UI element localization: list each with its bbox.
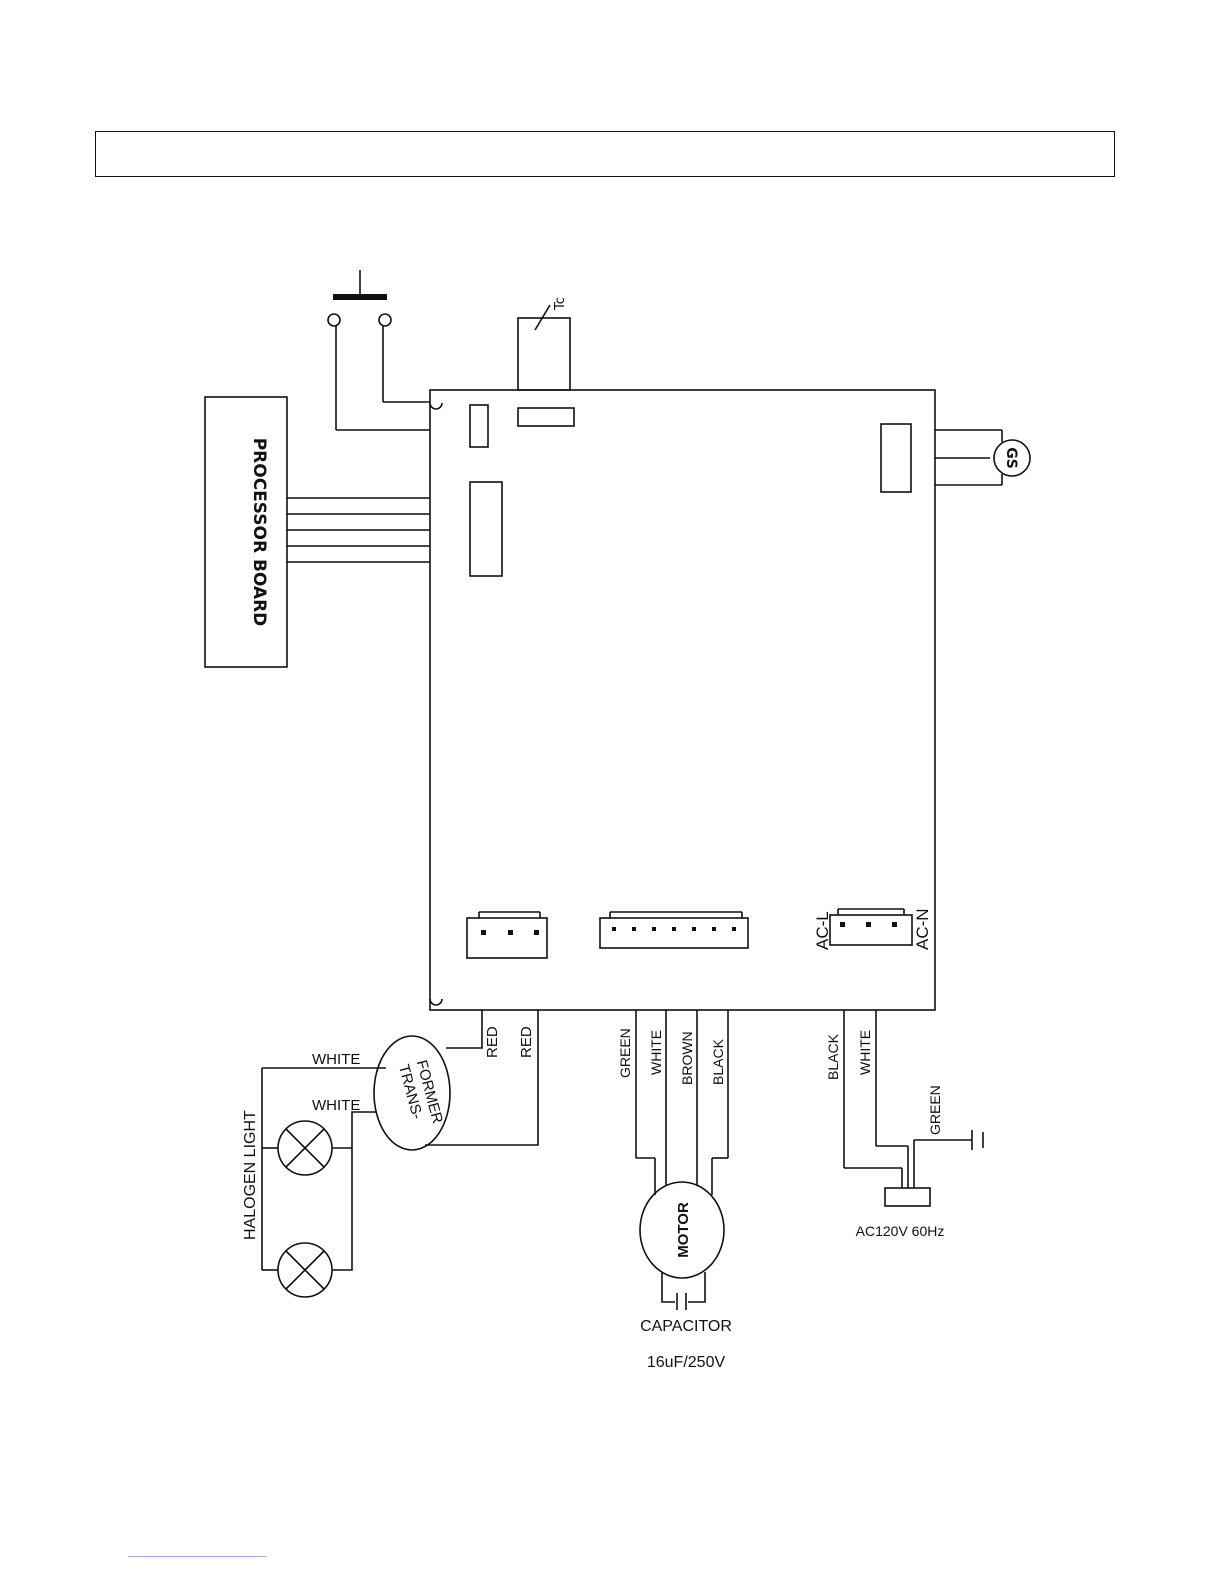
processor-board-label: PROCESSOR BOARD [249, 438, 269, 627]
wire-green-motor-label: GREEN [617, 1028, 633, 1078]
thermal-element [518, 318, 570, 390]
capacitor-label-1: CAPACITOR [640, 1318, 732, 1335]
connector-sensor [881, 424, 911, 492]
thermal-label: Tc [553, 297, 568, 311]
wire-white-power-label: WHITE [857, 1030, 873, 1075]
connector-thermal [518, 408, 574, 426]
switch-contact-right [379, 314, 391, 326]
connector-processor [470, 482, 502, 576]
power-supply-label: AC120V 60Hz [856, 1223, 945, 1239]
halogen-light-label: HALOGEN LIGHT [242, 1110, 259, 1240]
board-corner-top [430, 403, 442, 409]
control-board [430, 390, 935, 1010]
sensor-label: GS [1003, 447, 1019, 469]
power-plug [885, 1188, 930, 1206]
switch-bar [333, 294, 387, 300]
processor-board [205, 397, 287, 667]
board-corner-bottom [430, 999, 442, 1005]
switch-contact-left [328, 314, 340, 326]
motor-label: MOTOR [675, 1202, 692, 1258]
wire-white-motor-label: WHITE [648, 1030, 664, 1075]
capacitor-label-2: 16uF/250V [647, 1354, 726, 1371]
wire-red-1-label: RED [484, 1026, 501, 1058]
footer-rule [128, 1556, 266, 1557]
ac-n-label: AC-N [913, 908, 932, 950]
connector-motor [600, 918, 748, 948]
connector-light [467, 918, 547, 958]
wire-black-motor-label: BLACK [710, 1038, 726, 1085]
wire-brown-motor-label: BROWN [679, 1031, 695, 1085]
wire-white-bottom-label: WHITE [312, 1097, 360, 1114]
connector-small-1 [470, 405, 488, 447]
wire-green-ground-label: GREEN [927, 1085, 943, 1135]
wire-black-power-label: BLACK [825, 1033, 841, 1080]
connector-power [830, 915, 912, 945]
wire-red-2-label: RED [518, 1026, 535, 1058]
ac-l-label: AC-L [813, 911, 832, 950]
wire-white-top-label: WHITE [312, 1051, 360, 1068]
